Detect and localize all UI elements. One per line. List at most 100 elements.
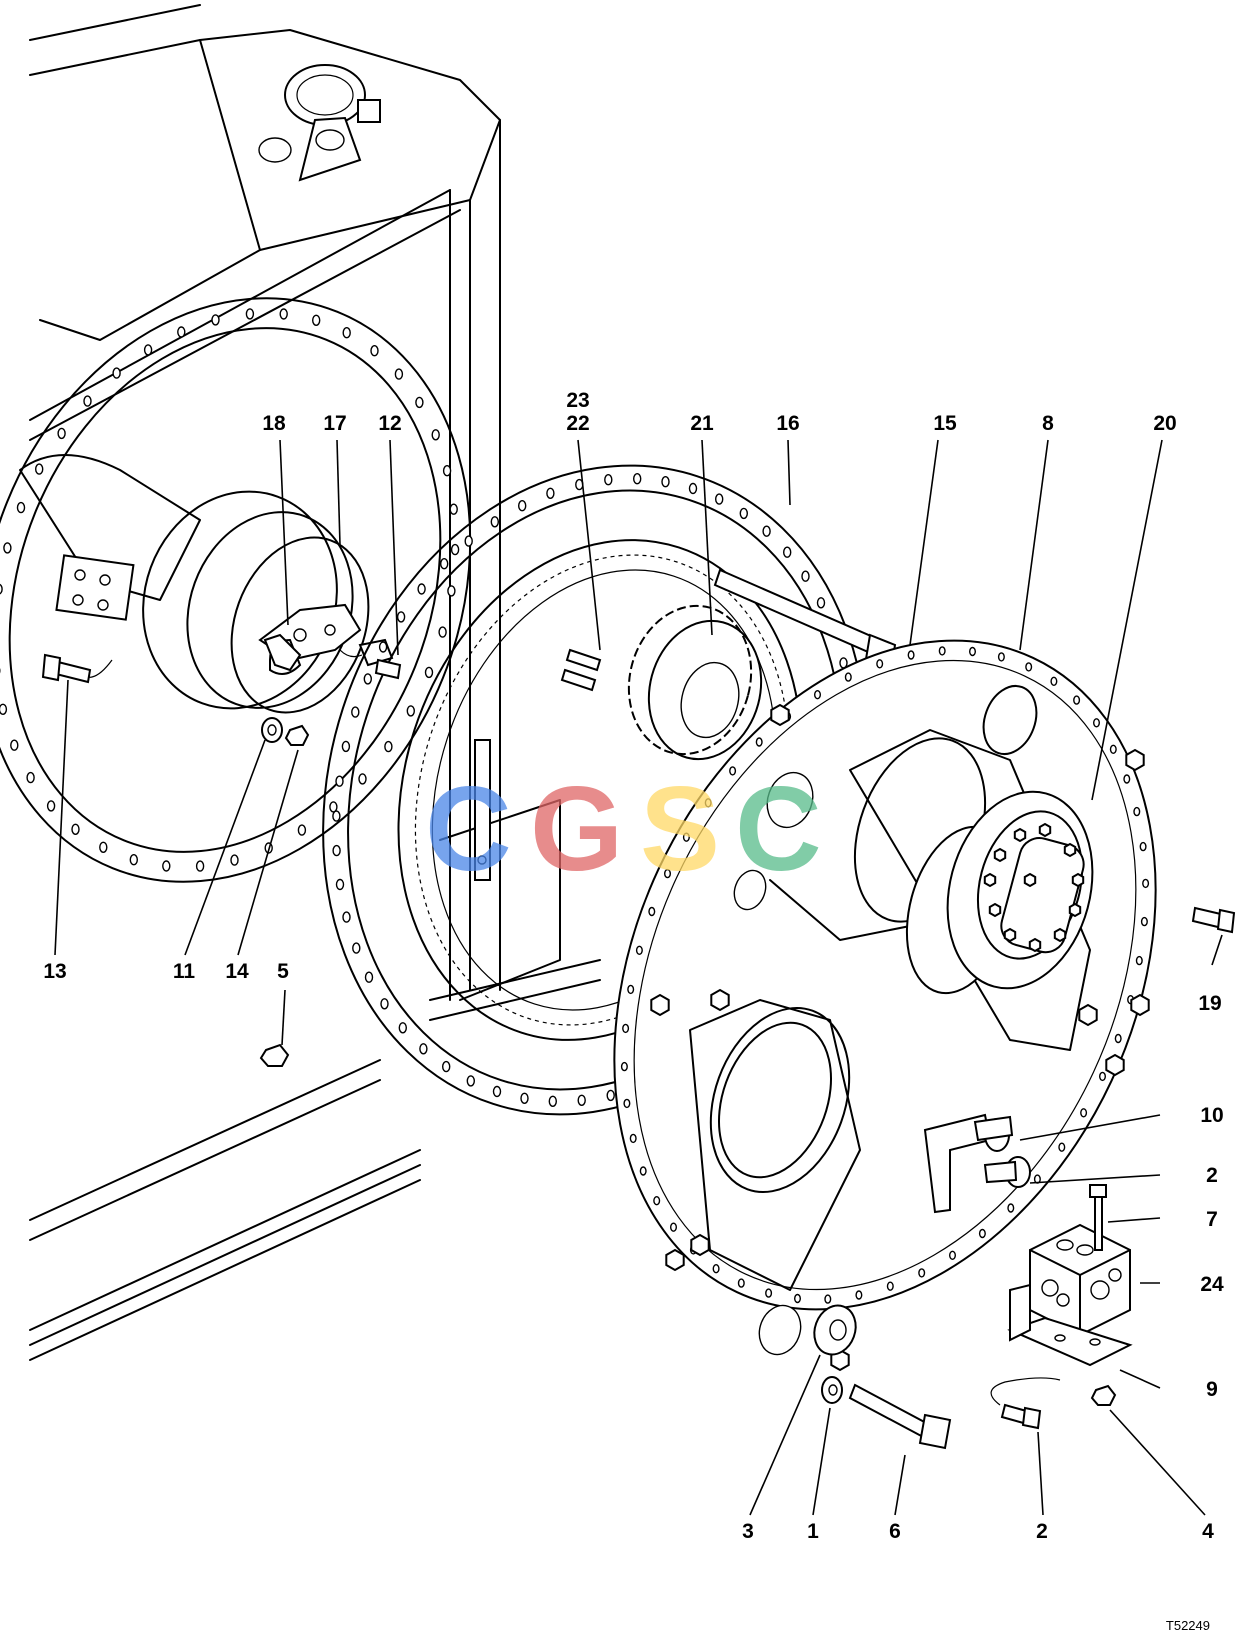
gear-ring-bolt-hole (464, 535, 473, 547)
plate-bolt-hole (765, 1288, 773, 1298)
ring-bolt-hole (10, 739, 19, 751)
gear-ring-bolt-hole (398, 1022, 407, 1034)
gear-ring-bolt-hole (332, 844, 341, 857)
bracket-9 (1007, 1283, 1133, 1367)
ring-bolt-hole (342, 327, 351, 339)
callout-10: 10 (1200, 1104, 1223, 1127)
plate-hex-bolt (1125, 748, 1145, 772)
ring-bolt-hole (384, 740, 393, 753)
plate-bolt-hole (653, 1195, 661, 1206)
plate-bolt-hole (1133, 806, 1141, 817)
swing-motor-housing (19, 454, 394, 714)
ring-bolt-hole (3, 542, 12, 554)
gear-ring-bolt-hole (442, 1060, 451, 1073)
gear-ring-bolt-hole (341, 740, 351, 753)
plate-bolt-hole (664, 868, 672, 879)
callout-16: 16 (776, 412, 799, 435)
plate-bolt-hole (938, 646, 946, 656)
ring-bolt-hole (35, 463, 44, 475)
callout-8: 8 (1042, 412, 1054, 435)
gear-ring-bolt-hole (380, 998, 389, 1010)
plate-bolt-hole (1109, 744, 1117, 754)
machine-frame (29, 4, 601, 1361)
callout-13: 13 (43, 960, 66, 983)
plate-bolt-hole (855, 1290, 863, 1300)
drawing-code: T52249 (1166, 1618, 1210, 1633)
plate-bolt-hole (969, 646, 977, 657)
ring-bolt-hole (46, 800, 56, 812)
gear-ring-bolt-hole (364, 971, 374, 983)
ring-bolt-hole (0, 703, 8, 715)
ring-bolt-hole (424, 666, 434, 679)
gear-ring-bolt-hole (419, 1043, 428, 1055)
plate-bolt-hole (1058, 1142, 1066, 1152)
ring-bolt-hole (447, 585, 456, 597)
ring-bolt-hole (162, 860, 171, 872)
watermark-letter-1: C (425, 762, 512, 896)
gear-ring-bolt-hole (783, 546, 792, 558)
plate-bolt-hole (907, 650, 915, 660)
ring-bolt-hole (230, 854, 239, 866)
ring-bolt-hole (415, 396, 424, 409)
hydraulic-motor (905, 790, 1094, 995)
callout-15: 15 (933, 412, 957, 435)
pinion-gear (627, 604, 763, 761)
plate-bolt-hole (629, 1133, 637, 1144)
ring-bolt-hole (279, 308, 288, 320)
gear-ring-bolt-hole (352, 942, 361, 954)
plate-bolt-hole (1123, 774, 1131, 784)
plate-bolt-hole (1140, 916, 1148, 927)
gear-ring-bolt-hole (378, 641, 388, 653)
ring-bolt-hole (245, 308, 255, 320)
motor-mounting-bolt (988, 902, 1002, 918)
plate-bolt-hole (876, 659, 884, 669)
plate-bolt-hole (1050, 676, 1058, 686)
motor-mounting-bolt (1028, 937, 1042, 953)
callout-3: 3 (742, 1520, 754, 1543)
ring-bolt-hole (329, 801, 338, 813)
gear-ring-bolt-hole (492, 1085, 502, 1098)
frame-slew-ring (0, 297, 472, 883)
gear-ring-bolt-hole (604, 474, 613, 486)
gear-ring-bolt-hole (363, 673, 372, 685)
ring-bolt-hole (358, 773, 367, 785)
gear-ring-bolt-hole (417, 583, 426, 595)
watermark-letter-2: G (530, 762, 623, 896)
gear-ring-bolt-hole (606, 1089, 615, 1102)
gear-ring-bolt-hole (518, 500, 527, 512)
plate-hex-bolt (665, 1248, 685, 1272)
ring-bolt-hole (83, 395, 92, 407)
ring-bolt-hole (449, 503, 458, 515)
ring-bolt-hole (177, 326, 186, 338)
plate-hex-bolt (1078, 1003, 1098, 1027)
plate-bolt-hole (997, 652, 1005, 662)
plate-bolt-hole (635, 945, 643, 955)
plate-bolt-hole (1114, 1033, 1122, 1044)
ring-bolt-hole (406, 705, 415, 717)
ring-bolt-hole (16, 501, 26, 514)
ring-bolt-hole (26, 771, 35, 784)
plate-hex-bolt (710, 988, 730, 1012)
ring-bolt-hole (195, 860, 205, 872)
gear-ring-bolt-hole (762, 525, 771, 537)
plate-bolt-hole (844, 672, 852, 682)
gear-ring-bolt-hole (661, 476, 670, 488)
callout-9: 9 (1206, 1378, 1218, 1401)
motor-mounting-bolt (1071, 872, 1085, 888)
ring-bolt-hole (129, 854, 139, 866)
callout-18: 18 (262, 412, 286, 435)
gear-ring-bolt-hole (335, 775, 344, 787)
plate-bolt-hole (622, 1023, 630, 1034)
plate-bolt-hole (620, 1061, 628, 1072)
plate-bolt-hole (1139, 841, 1147, 852)
plate-bolt-hole (814, 690, 822, 700)
plate-bolt-hole (755, 737, 763, 747)
callout-19: 19 (1198, 992, 1221, 1015)
plate-bolt-hole (1080, 1108, 1088, 1118)
callout-2-lower: 2 (1036, 1520, 1048, 1543)
gear-ring-bolt-hole (396, 611, 406, 623)
plate-bolt-hole (978, 1228, 986, 1239)
gear-ring-bolt-hole (816, 597, 826, 609)
gear-ring-bolt-hole (332, 810, 341, 822)
